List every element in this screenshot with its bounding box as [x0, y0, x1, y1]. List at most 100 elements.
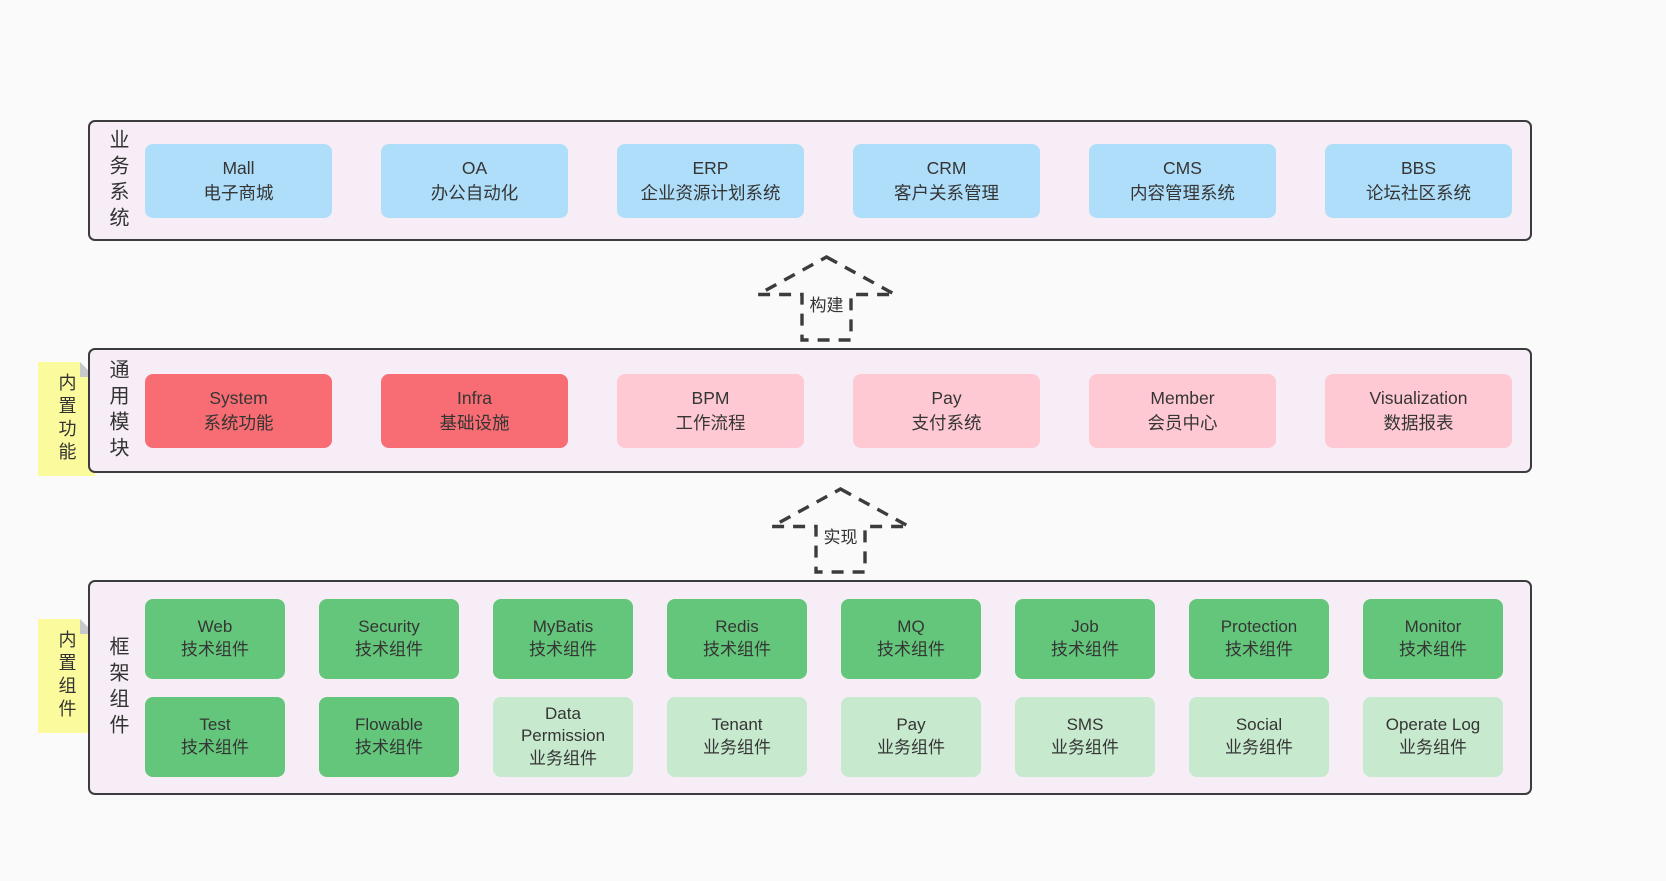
box-title: ERP: [692, 158, 729, 178]
box-title: Monitor: [1404, 617, 1462, 637]
box-title: Member: [1150, 388, 1215, 408]
box-subtitle: 业务组件: [529, 748, 597, 768]
box-subtitle: 客户关系管理: [894, 182, 999, 203]
box-title: OA: [461, 158, 488, 178]
diagram-box-erp: ERP 企业资源计划系统: [617, 143, 804, 218]
box-title: Test: [199, 715, 231, 735]
box-title: SMS: [1066, 715, 1104, 735]
box-title: Infra: [456, 388, 493, 408]
diagram-box-crm: CRM 客户关系管理: [853, 143, 1040, 218]
layer-label-framework-components: 框架组件: [106, 635, 128, 740]
business-systems-box-row: Mall 电子商城 OA 办公自动化 ERP 企业资源计划系统 CRM 客户关系管理 CMS 内容…: [145, 143, 1512, 218]
sticky-note-label: 内置功能: [56, 373, 77, 465]
box-subtitle: 技术组件: [529, 639, 597, 659]
layer-common-modules: 通用模块 System 系统功能 Infra 基础设施 BPM 工作流程 Pay 支付系统 Me…: [88, 348, 1532, 473]
box-subtitle: 数据报表: [1383, 412, 1454, 433]
diagram-box-oa: OA 办公自动化: [381, 143, 568, 218]
box-subtitle: 基础设施: [439, 412, 510, 433]
box-subtitle: 支付系统: [911, 412, 982, 433]
diagram-box-mall: Mall 电子商城: [145, 143, 332, 218]
box-title: Pay: [931, 388, 962, 408]
arrow-label-build: 构建: [806, 291, 847, 316]
diagram-box-pay: Pay 支付系统: [853, 373, 1040, 448]
box-subtitle: 技术组件: [181, 737, 249, 757]
box-subtitle: 技术组件: [1225, 639, 1293, 659]
box-title: Social: [1235, 715, 1283, 735]
box-title: CMS: [1163, 158, 1202, 178]
box-title: Mall: [222, 158, 255, 178]
box-subtitle: 企业资源计划系统: [640, 182, 781, 203]
box-subtitle: 业务组件: [703, 737, 771, 757]
box-subtitle: 业务组件: [1225, 737, 1293, 757]
arrow-implement: 实现: [768, 486, 913, 576]
box-title: CRM: [926, 158, 967, 178]
layer-business-systems: 业务系统 Mall 电子商城 OA 办公自动化 ERP 企业资源计划系统 CRM 客户关系管理…: [88, 120, 1532, 241]
sticky-note-label: 内置组件: [56, 630, 77, 722]
diagram-box-infra: Infra 基础设施: [381, 373, 568, 448]
box-title: Operate Log: [1385, 715, 1481, 735]
diagram-box-cms: CMS 内容管理系统: [1089, 143, 1276, 218]
sticky-note-builtin-features: 内置功能: [38, 362, 95, 476]
diagram-box-system: System 系统功能: [145, 373, 332, 448]
box-subtitle: 业务组件: [877, 737, 945, 757]
box-subtitle: 工作流程: [675, 412, 746, 433]
box-subtitle: 论坛社区系统: [1366, 182, 1471, 203]
box-subtitle: 技术组件: [1399, 639, 1467, 659]
box-subtitle: 内容管理系统: [1130, 182, 1235, 203]
box-title: Tenant: [711, 715, 763, 735]
box-title: Security: [358, 617, 420, 637]
box-subtitle: 技术组件: [181, 639, 249, 659]
diagram-box-member: Member 会员中心: [1089, 373, 1276, 448]
diagram-box-bpm: BPM 工作流程: [617, 373, 804, 448]
diagram-box-visualization: Visualization 数据报表: [1325, 373, 1512, 448]
box-title: Flowable: [354, 715, 424, 735]
box-subtitle: 技术组件: [703, 639, 771, 659]
arrow-label-implement: 实现: [820, 523, 861, 548]
box-subtitle: 技术组件: [355, 639, 423, 659]
layer-label-common-modules: 通用模块: [106, 358, 128, 463]
box-title: MQ: [897, 617, 925, 637]
layer-label-business-systems: 业务系统: [106, 128, 128, 233]
box-title: BBS: [1400, 158, 1437, 178]
box-subtitle: 系统功能: [203, 412, 274, 433]
box-title: MyBatis: [532, 617, 594, 637]
box-title: Data Permission: [520, 703, 606, 746]
box-title: Protection: [1220, 617, 1298, 637]
box-title: BPM: [691, 388, 730, 408]
box-subtitle: 技术组件: [1051, 639, 1119, 659]
box-subtitle: 技术组件: [877, 639, 945, 659]
box-title: System: [209, 388, 268, 408]
box-title: Job: [1071, 617, 1099, 637]
box-subtitle: 电子商城: [203, 182, 274, 203]
box-title: Web: [197, 617, 233, 637]
box-title: Pay: [896, 715, 926, 735]
box-subtitle: 办公自动化: [430, 182, 519, 203]
box-subtitle: 业务组件: [1399, 737, 1467, 757]
box-title: Redis: [715, 617, 759, 637]
sticky-note-builtin-components: 内置组件: [38, 619, 95, 733]
diagram-box-bbs: BBS 论坛社区系统: [1325, 143, 1512, 218]
arrow-build: 构建: [754, 254, 899, 344]
box-title: Visualization: [1369, 388, 1468, 408]
box-subtitle: 会员中心: [1147, 412, 1218, 433]
